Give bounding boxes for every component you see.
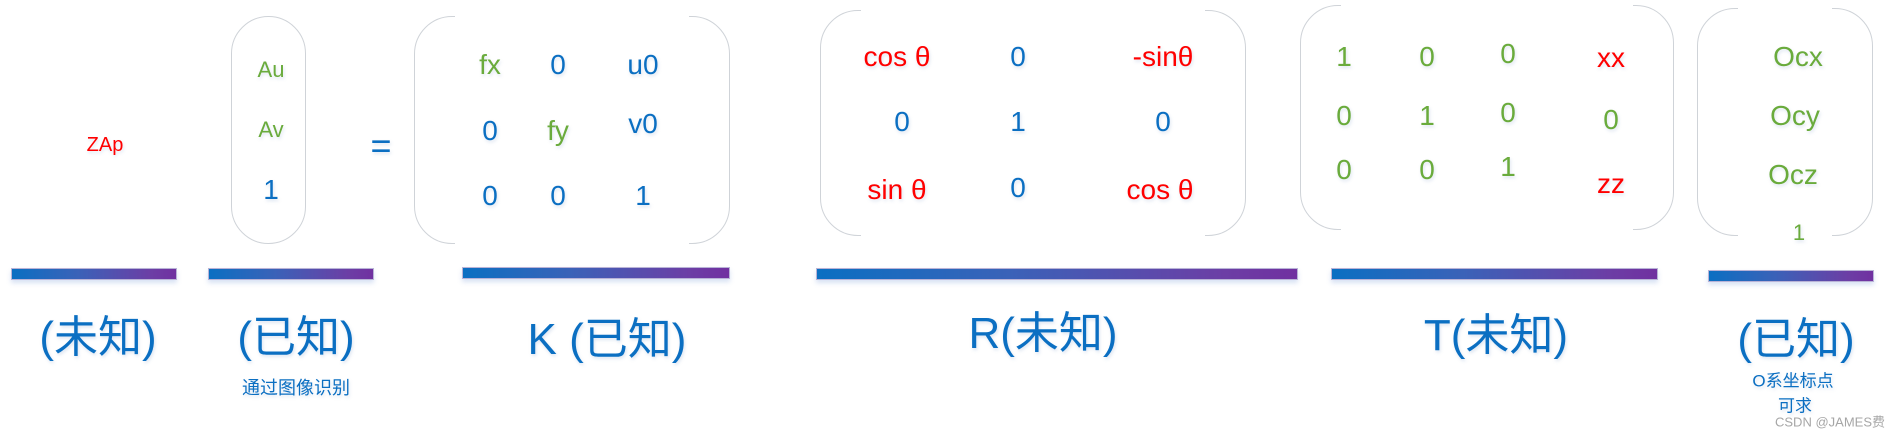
- t-cell-0-1: 0: [1419, 41, 1435, 72]
- k-label: K (已知): [527, 315, 687, 364]
- k-cell-2-1: 0: [550, 180, 566, 211]
- k-cell-1-1: fy: [547, 115, 569, 146]
- underline-bar-k: [462, 267, 730, 279]
- k-cell-2-2: 1: [635, 180, 651, 211]
- t-matrix-bracket: [1300, 4, 1674, 231]
- t-cell-2-0: 0: [1336, 154, 1352, 185]
- underline-bar-o: [1708, 270, 1874, 282]
- r-cell-1-1: 1: [1010, 106, 1026, 137]
- r-cell-0-1: 0: [1010, 41, 1026, 72]
- underline-bar-pixel-vector: [208, 268, 374, 280]
- underline-bar-r: [816, 268, 1298, 280]
- pixel-vector-bracket: [231, 16, 306, 244]
- t-cell-1-0: 0: [1336, 100, 1352, 131]
- o-note-line2: 可求: [1778, 396, 1812, 416]
- o-vector-ocx: Ocx: [1773, 41, 1823, 72]
- r-cell-2-0: sin θ: [867, 174, 927, 205]
- o-label: (已知): [1737, 315, 1855, 364]
- underline-bar-t: [1331, 268, 1658, 280]
- t-cell-0-3: xx: [1597, 42, 1625, 73]
- o-vector-ocz: Ocz: [1768, 159, 1818, 190]
- pixel-vector-one: 1: [263, 174, 279, 205]
- scale-factor-text: ZAp: [86, 134, 124, 156]
- r-cell-0-2: -sinθ: [1132, 41, 1194, 72]
- t-cell-1-1: 1: [1419, 100, 1435, 131]
- pixel-vector-label: (已知): [237, 313, 355, 362]
- pixel-vector-note: 通过图像识别: [242, 378, 350, 398]
- underline-bar-scale: [11, 268, 177, 280]
- t-cell-2-2: 1: [1500, 151, 1516, 182]
- r-cell-1-2: 0: [1155, 106, 1171, 137]
- pixel-vector-au: Au: [257, 57, 285, 82]
- pixel-vector-av: Av: [258, 117, 284, 142]
- r-cell-0-0: cos θ: [863, 41, 931, 72]
- r-matrix-bracket: [820, 9, 1246, 237]
- t-cell-0-2: 0: [1500, 38, 1516, 69]
- k-cell-0-2: u0: [627, 49, 659, 80]
- k-cell-1-2: v0: [628, 108, 658, 139]
- k-cell-0-1: 0: [550, 49, 566, 80]
- k-cell-2-0: 0: [482, 180, 498, 211]
- t-cell-0-0: 1: [1336, 41, 1352, 72]
- r-label: R(未知): [968, 309, 1118, 358]
- t-cell-2-3: zz: [1597, 168, 1625, 199]
- k-matrix-bracket: [414, 15, 730, 245]
- r-cell-2-2: cos θ: [1126, 174, 1194, 205]
- o-note-line1: O系坐标点: [1752, 371, 1834, 391]
- k-cell-1-0: 0: [482, 115, 498, 146]
- k-cell-0-0: fx: [479, 49, 501, 80]
- r-cell-2-1: 0: [1010, 172, 1026, 203]
- t-label: T(未知): [1423, 311, 1569, 360]
- r-cell-1-0: 0: [894, 106, 910, 137]
- o-vector-ocy: Ocy: [1770, 100, 1820, 131]
- equals-sign: =: [370, 125, 392, 166]
- t-cell-1-3: 0: [1603, 104, 1619, 135]
- scale-label: (未知): [39, 313, 157, 362]
- o-vector-one: 1: [1792, 220, 1806, 245]
- t-cell-1-2: 0: [1500, 97, 1516, 128]
- o-vector-bracket: [1697, 7, 1873, 237]
- watermark: CSDN @JAMES费: [1775, 414, 1885, 430]
- t-cell-2-1: 0: [1419, 154, 1435, 185]
